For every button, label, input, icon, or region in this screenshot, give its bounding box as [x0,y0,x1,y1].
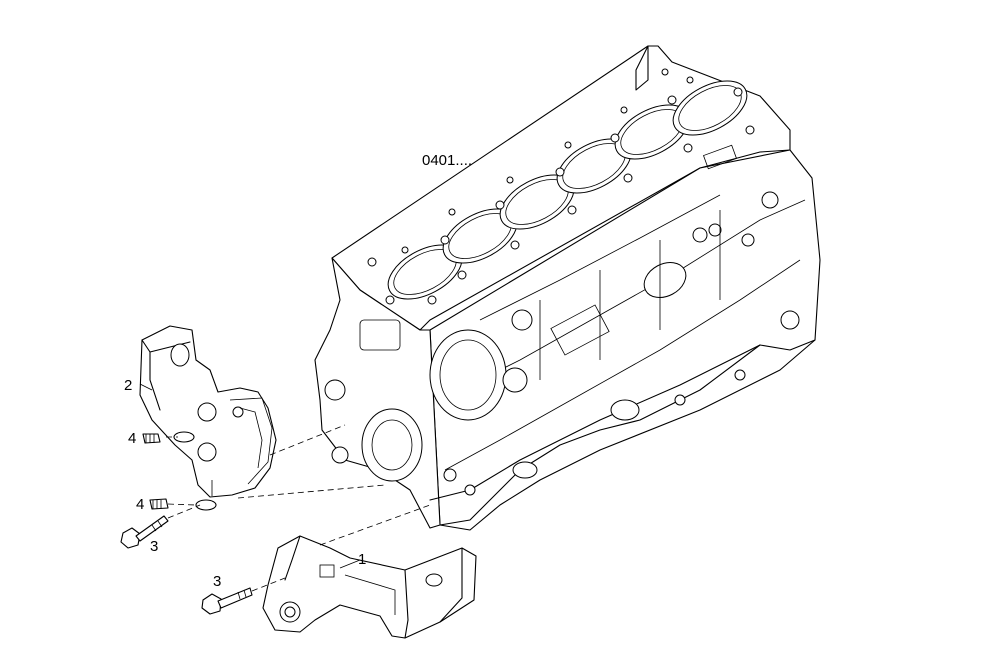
bolt-part-3-upper [120,515,169,549]
side-features [512,144,800,479]
cylinder-bores [387,80,748,300]
front-bracket-part-2 [139,325,277,498]
screw-part-4-upper [142,433,161,444]
front-face-details [324,309,533,496]
engine-block [314,45,821,531]
lower-bracket-part-1 [262,535,477,639]
assembly-lines [139,383,431,592]
callout-3-upper: 3 [150,538,158,555]
screw-part-4-lower [149,498,169,510]
dowel-sleeves [173,431,217,511]
callout-3-lower: 3 [213,573,221,590]
head-bolt-holes [367,68,755,305]
callout-4-lower: 4 [136,496,144,513]
callout-1: 1 [358,551,366,568]
callout-2: 2 [124,377,132,394]
group-reference-label: 0401.... [422,152,472,169]
bolt-part-3-lower [201,587,253,615]
callout-4-upper: 4 [128,430,136,447]
